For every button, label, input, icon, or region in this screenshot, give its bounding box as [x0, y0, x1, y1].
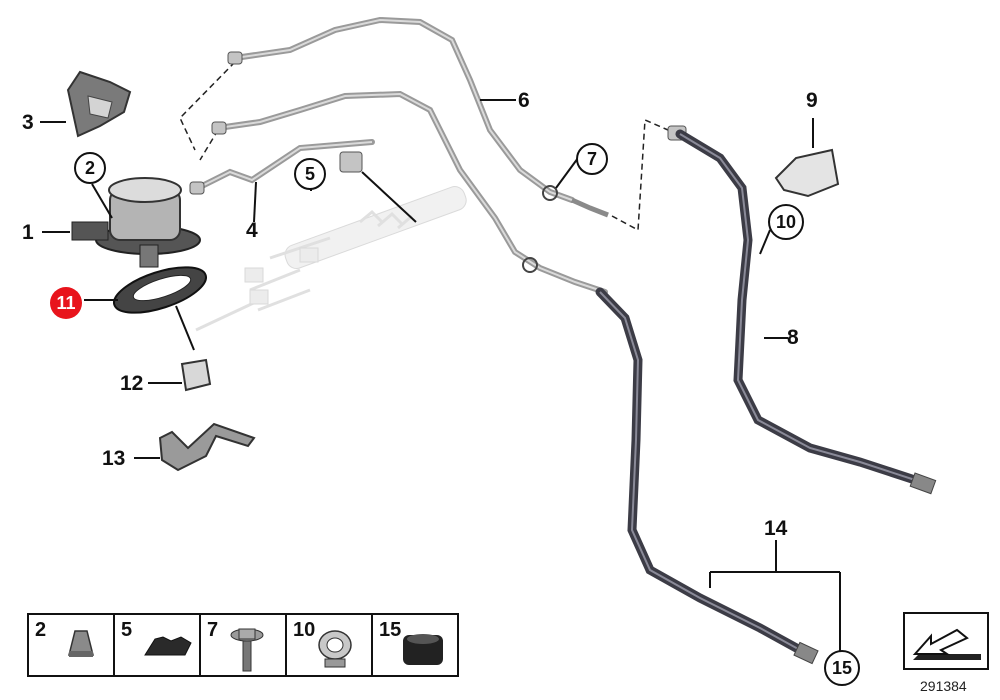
legend-num: 2: [35, 619, 47, 641]
callout-8: 8: [787, 326, 799, 349]
callout-6: 6: [518, 89, 530, 112]
part-1-pump: [71, 177, 201, 268]
callout-12: 12: [120, 372, 144, 395]
view-direction-box[interactable]: [903, 612, 989, 670]
legend-num: 10: [293, 619, 316, 641]
legend-cell-10[interactable]: 10: [287, 615, 373, 675]
part-12-sleeve: [180, 358, 212, 392]
callout-14: 14: [764, 517, 788, 540]
direction-arrow-icon: [912, 628, 981, 660]
hose-14: [595, 287, 805, 655]
callout-4: 4: [246, 219, 258, 242]
callout-5: 5: [294, 158, 326, 190]
dash-lines: [179, 61, 669, 232]
seal-strip-icon: [144, 636, 192, 656]
fuel-rail: [195, 186, 467, 332]
callout-10: 10: [768, 204, 804, 240]
bolt-icon: [230, 628, 264, 672]
gasket-ring-icon: [403, 634, 443, 665]
leader-lines: [40, 99, 841, 652]
legend-num: 7: [207, 619, 219, 641]
callout-7: 7: [576, 143, 608, 175]
legend-num: 15: [379, 619, 402, 641]
small-parts-legend: 2 5 7 10 15: [27, 613, 459, 677]
part-13-clip: [158, 422, 256, 472]
nut-icon: [68, 630, 94, 657]
callout-11-highlighted[interactable]: 11: [50, 287, 82, 319]
callout-9: 9: [806, 89, 818, 112]
legend-cell-7[interactable]: 7: [201, 615, 287, 675]
callout-3: 3: [22, 111, 34, 134]
callout-2: 2: [74, 152, 106, 184]
legend-cell-2[interactable]: 2: [29, 615, 115, 675]
part-11-gasket: [113, 266, 207, 314]
legend-cell-5[interactable]: 5: [115, 615, 201, 675]
clip-nut-icon: [318, 630, 352, 668]
callout-1: 1: [22, 221, 34, 244]
callout-13: 13: [102, 447, 126, 470]
legend-cell-15[interactable]: 15: [373, 615, 459, 675]
part-9-bracket: [774, 148, 840, 198]
legend-num: 5: [121, 619, 133, 641]
diagram-number: 291384: [920, 678, 967, 694]
callout-15: 15: [824, 650, 860, 686]
